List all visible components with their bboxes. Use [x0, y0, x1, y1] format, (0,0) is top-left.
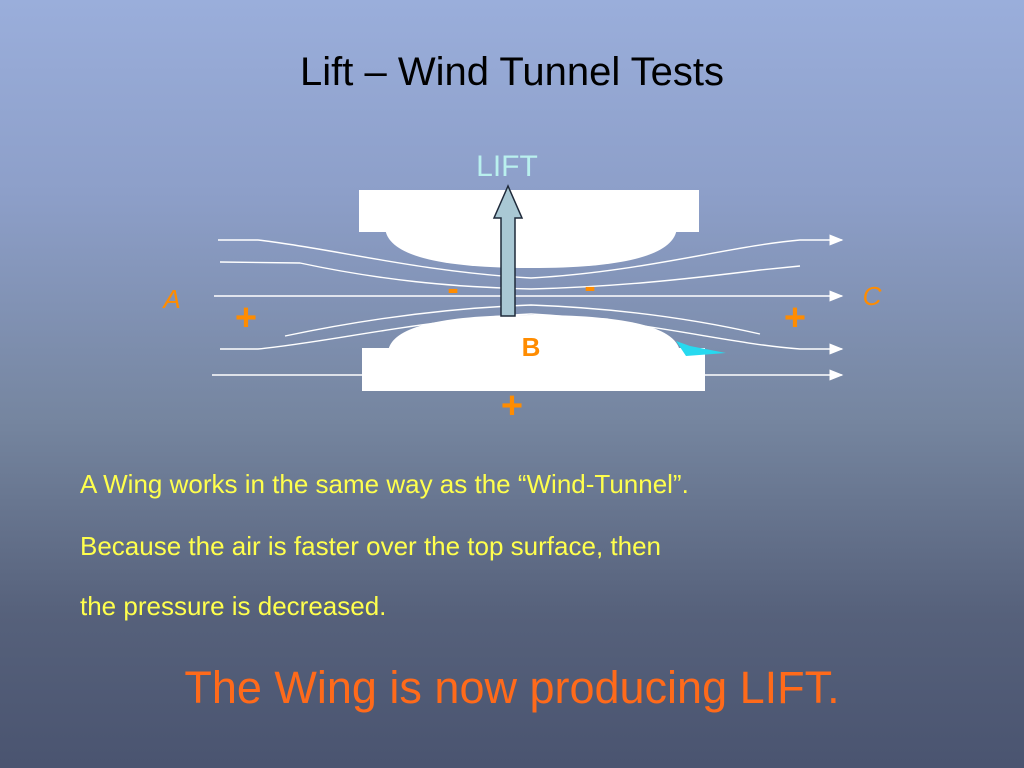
plus-sign-left: + [235, 297, 257, 339]
lift-arrow [492, 184, 524, 317]
streamline-bottom-inner [284, 304, 761, 337]
streamline-top-outer [218, 234, 844, 279]
body-text-line-3: the pressure is decreased. [80, 591, 387, 621]
point-a-label: A [161, 284, 180, 314]
streamlines [212, 234, 844, 381]
cyan-accent-shape [676, 341, 726, 356]
wind-tunnel-diagram: LIFT A C B + + + - - [161, 150, 882, 427]
point-b-label: B [522, 332, 541, 362]
streamline-bottom-outer [220, 313, 844, 355]
upper-tunnel-wall [359, 190, 699, 268]
body-text-line-2: Because the air is faster over the top s… [80, 531, 661, 561]
lower-tunnel-wall [362, 315, 705, 391]
plus-sign-right: + [784, 297, 806, 339]
plus-sign-bottom: + [501, 385, 523, 427]
conclusion-text: The Wing is now producing LIFT. [184, 662, 840, 713]
body-text-line-1: A Wing works in the same way as the “Win… [80, 469, 689, 499]
point-c-label: C [863, 281, 882, 311]
minus-sign-right: - [584, 268, 595, 306]
minus-sign-left: - [447, 270, 458, 308]
lift-label: LIFT [476, 150, 538, 183]
slide-title: Lift – Wind Tunnel Tests [300, 50, 724, 94]
streamline-top-inner [219, 261, 801, 290]
